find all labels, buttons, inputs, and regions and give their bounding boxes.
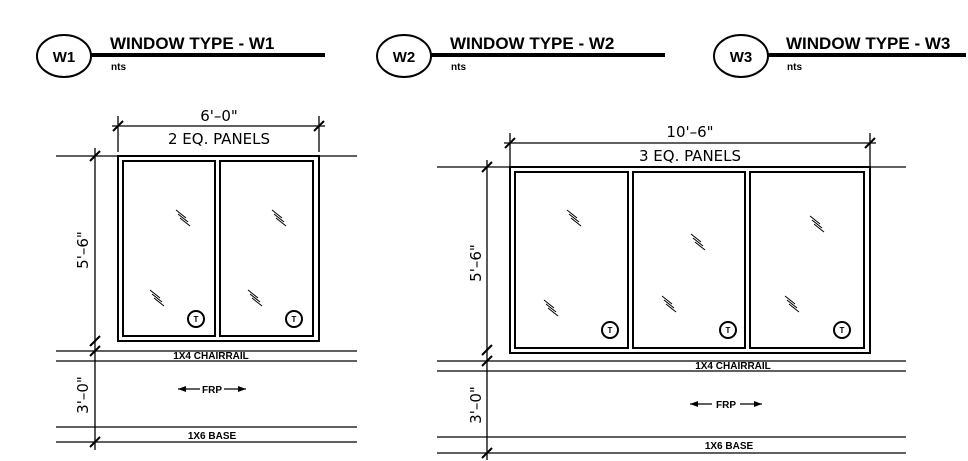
window-panel-w2-2 [632,171,746,349]
height-tick-w2 [481,344,493,356]
glass-marks-w1 [149,209,287,307]
tempered-label-w1-1: T [194,315,199,324]
height-tick-w1 [89,436,101,448]
height-tick-w1 [89,335,101,347]
tempered-symbol-w1-2 [285,310,303,328]
height-tick-w2 [481,161,493,173]
tempered-symbol-w2-3 [833,321,851,339]
scale-w1: nts [111,62,126,73]
base-label-w2: 1X6 BASE [705,441,754,452]
tag-w3: W3 [730,49,753,66]
wainscot-dim-w1: 3'–0" [74,376,92,414]
window-frame-outer-w1 [117,155,320,342]
frp-arrowhead-left-w2 [690,401,698,407]
tempered-symbol-w2-1 [601,321,619,339]
width-dim-w1: 6'–0" [200,107,238,125]
height-tick-w2 [481,447,493,459]
title-w2: WINDOW TYPE - W2 [450,34,614,53]
tempered-label-w1-2: T [292,315,297,324]
tag-w1: W1 [53,49,76,66]
chairrail-label-w2: 1X4 CHAIRRAIL [695,361,771,372]
elevation-w1: 6'–0" 2 EQ. PANELS 5'–6" 3'–0" T T [56,107,357,450]
height-dim-w1: 5'–6" [74,231,92,269]
tempered-symbol-w2-2 [719,321,737,339]
base-label-w1: 1X6 BASE [188,431,237,442]
height-dim-w2: 5'–6" [467,244,485,282]
height-tick-w1 [89,150,101,162]
window-panel-w1-2 [219,160,314,337]
glass-marks-w2 [543,209,825,317]
height-tick-w2 [481,355,493,367]
window-panel-w2-3 [749,171,865,349]
width-tick-left-w1 [112,120,124,132]
height-tick-w1 [89,345,101,357]
panels-label-w1: 2 EQ. PANELS [168,130,270,148]
chairrail-label-w1: 1X4 CHAIRRAIL [173,351,249,362]
frp-label-w2: FRP [716,400,736,411]
scale-w2: nts [451,62,466,73]
tag-w2: W2 [393,49,416,66]
frp-label-w1: FRP [202,385,222,396]
frp-arrowhead-left-w1 [178,386,186,392]
frp-arrowhead-right-w2 [754,401,762,407]
panels-label-w2: 3 EQ. PANELS [639,147,741,165]
elevation-w2: 10'–6" 3 EQ. PANELS 5'–6" 3'–0" [437,123,906,460]
width-tick-right-w1 [313,120,325,132]
width-dim-w2: 10'–6" [666,123,713,141]
detail-header-w1: W1 WINDOW TYPE - W1 nts [36,34,325,78]
tempered-label-w2-3: T [840,326,845,335]
scale-w3: nts [787,62,802,73]
detail-header-w2: W2 WINDOW TYPE - W2 nts [376,34,665,78]
tempered-label-w2-2: T [726,326,731,335]
width-tick-right-w2 [864,137,876,149]
tempered-symbol-w1-1 [187,310,205,328]
width-tick-left-w2 [504,137,516,149]
tempered-label-w2-1: T [608,326,613,335]
detail-header-w3: W3 WINDOW TYPE - W3 nts [713,34,966,78]
wainscot-dim-w2: 3'–0" [467,386,485,424]
window-frame-outer-w2 [509,166,871,354]
window-panel-w1-1 [122,160,216,337]
title-w3: WINDOW TYPE - W3 [786,34,950,53]
title-w1: WINDOW TYPE - W1 [110,34,274,53]
window-panel-w2-1 [514,171,629,349]
frp-arrowhead-right-w1 [238,386,246,392]
